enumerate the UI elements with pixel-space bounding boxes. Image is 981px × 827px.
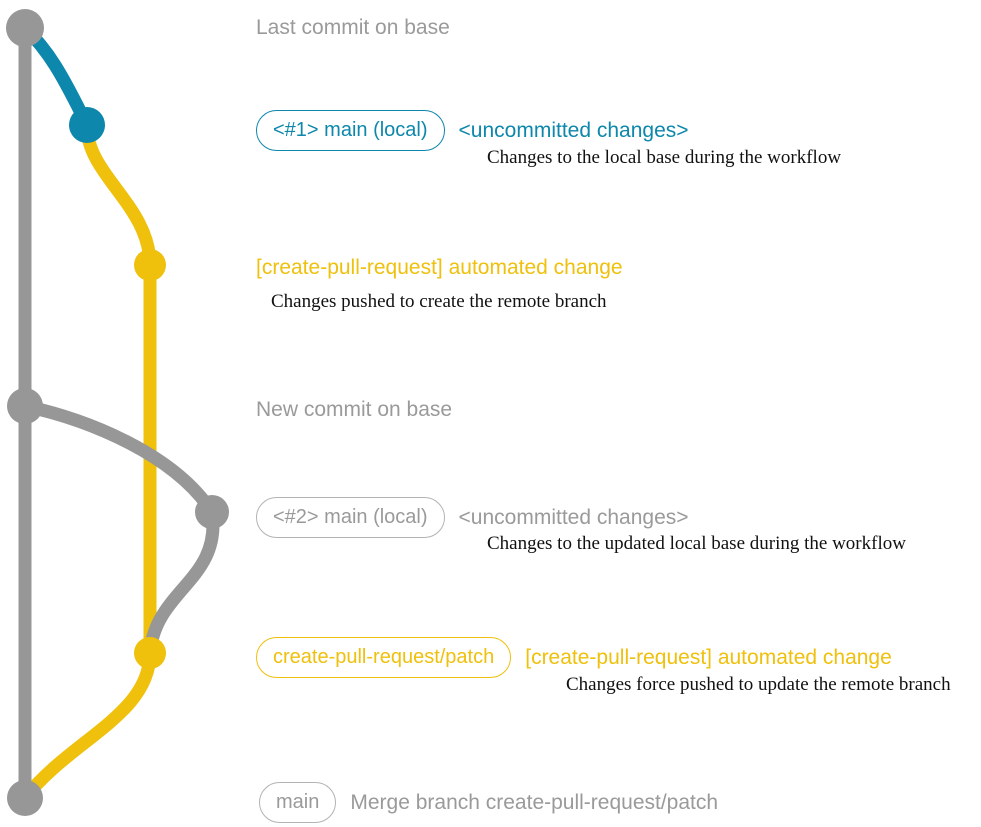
commit-node-remote-patch-2[interactable] — [134, 637, 166, 669]
commit-node-base-old[interactable] — [6, 9, 44, 47]
edge-base-new-to-local-main-2 — [18, 399, 219, 519]
commit-title-last-commit-on-base: Last commit on base — [256, 16, 450, 39]
commit-title-merge: Merge branch create-pull-request/patch — [350, 791, 719, 814]
commit-node-local-main-2[interactable] — [195, 495, 229, 529]
entry-local-main-1: <#1> main (local) <uncommitted changes> — [256, 110, 689, 151]
commit-title-local-main-2: <uncommitted changes> — [458, 506, 689, 529]
branch-badge-local-main-2[interactable]: <#2> main (local) — [256, 497, 445, 538]
entry-merge-commit: main Merge branch create-pull-request/pa… — [259, 782, 718, 823]
commit-title-local-main-1: <uncommitted changes> — [458, 119, 689, 142]
branch-badge-create-pull-request-patch[interactable]: create-pull-request/patch — [256, 637, 512, 678]
commit-title-automated-change-2: [create-pull-request] automated change — [525, 646, 892, 669]
entry-automated-change-2: create-pull-request/patch [create-pull-r… — [256, 637, 892, 678]
branch-badge-local-main-1[interactable]: <#1> main (local) — [256, 110, 445, 151]
commit-description-automated-change-1: Changes pushed to create the remote bran… — [271, 291, 607, 312]
edge-local-main-2-to-remote-patch-2 — [143, 505, 220, 660]
commit-description-local-main-2: Changes to the updated local base during… — [487, 533, 906, 554]
edge-remote-patch-2-to-merge — [18, 646, 157, 805]
commit-node-remote-patch-1[interactable] — [134, 249, 166, 281]
entry-local-main-2: <#2> main (local) <uncommitted changes> — [256, 497, 689, 538]
commit-node-local-main-1[interactable] — [69, 107, 105, 143]
branch-badge-main[interactable]: main — [259, 782, 337, 823]
commit-node-merge[interactable] — [7, 780, 43, 816]
commit-node-base-new[interactable] — [7, 388, 43, 424]
commit-title-automated-change-1: [create-pull-request] automated change — [256, 256, 623, 279]
commit-description-automated-change-2: Changes force pushed to update the remot… — [566, 674, 951, 695]
commit-description-local-main-1: Changes to the local base during the wor… — [487, 147, 842, 168]
commit-title-new-commit-on-base: New commit on base — [256, 398, 453, 421]
